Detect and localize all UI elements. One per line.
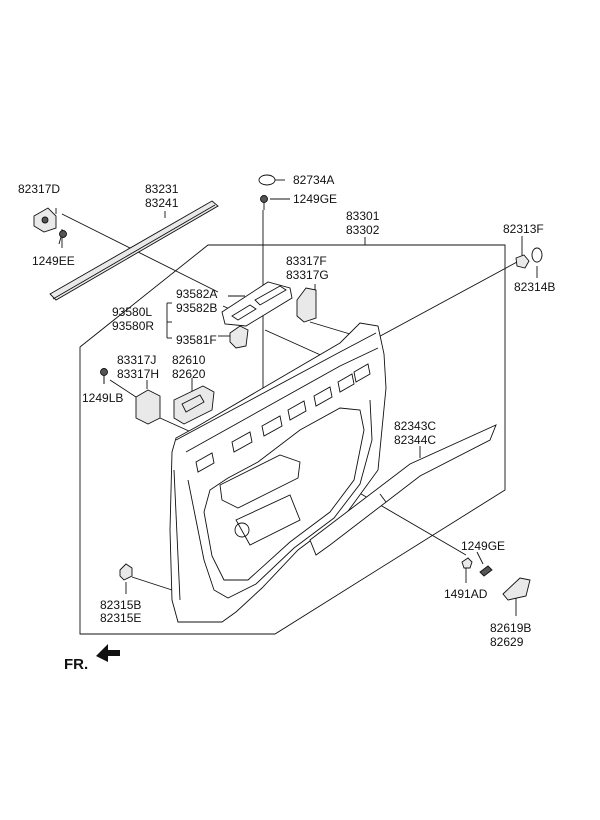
label-83317H: 83317H xyxy=(117,367,159,381)
label-93581F: 93581F xyxy=(176,333,217,347)
label-83317G: 83317G xyxy=(286,268,329,282)
label-83301: 83301 xyxy=(346,209,380,223)
label-82315B: 82315B xyxy=(100,598,141,612)
label-82734A: 82734A xyxy=(293,173,334,187)
label-82343C: 82343C xyxy=(394,419,436,433)
label-82610: 82610 xyxy=(172,353,206,367)
switch-bezel-93582A-part xyxy=(221,281,293,327)
weatherstrip-83231-part xyxy=(49,200,219,301)
label-82317D: 82317D xyxy=(18,182,60,196)
grommet-82314B-part xyxy=(531,247,543,263)
cover-83317F-part xyxy=(296,287,317,323)
label-83317J: 83317J xyxy=(117,353,156,367)
screw-1249LB-part xyxy=(100,368,108,384)
label-82619B: 82619B xyxy=(490,621,531,635)
label-1491AD: 1491AD xyxy=(444,587,488,601)
label-83231: 83231 xyxy=(145,182,179,196)
garnish-82343C-part xyxy=(309,424,497,556)
label-93580L: 93580L xyxy=(112,305,152,319)
cover-83317J-part xyxy=(135,389,161,425)
screw-1249EE-part xyxy=(58,230,67,245)
screw-1249GE-bottom-part xyxy=(479,565,493,577)
bracket-82317D-part xyxy=(33,207,57,233)
label-93580R: 93580R xyxy=(112,319,154,333)
label-82314B: 82314B xyxy=(514,280,555,294)
clip-82315B-part xyxy=(119,563,133,581)
label-1249LB: 1249LB xyxy=(82,391,123,405)
clip-1491AD-part xyxy=(461,557,473,569)
label-93582A: 93582A xyxy=(176,287,217,301)
door-trim-panel-part xyxy=(169,322,387,623)
label-82344C: 82344C xyxy=(394,433,436,447)
front-arrow-icon xyxy=(96,644,120,662)
label-82313F: 82313F xyxy=(503,222,544,236)
front-direction-label: FR. xyxy=(64,656,88,673)
inside-handle-82610-part xyxy=(173,385,215,425)
label-83317F: 83317F xyxy=(286,254,327,268)
label-83241: 83241 xyxy=(145,196,179,210)
label-82629: 82629 xyxy=(490,635,524,649)
label-83302: 83302 xyxy=(346,223,380,237)
label-82315E: 82315E xyxy=(100,611,141,625)
label-1249GE-top: 1249GE xyxy=(293,192,337,206)
label-82620: 82620 xyxy=(172,367,206,381)
switch-93581F-part xyxy=(229,325,249,349)
label-1249EE: 1249EE xyxy=(32,254,75,268)
screw-1249GE-top-part xyxy=(260,195,268,210)
label-93582B: 93582B xyxy=(176,301,217,315)
clip-82313F-part xyxy=(515,254,530,269)
cap-82734A-part xyxy=(258,174,276,186)
label-1249GE-bottom: 1249GE xyxy=(461,539,505,553)
assembly-frame xyxy=(79,244,506,635)
cover-82619B-part xyxy=(502,577,531,601)
